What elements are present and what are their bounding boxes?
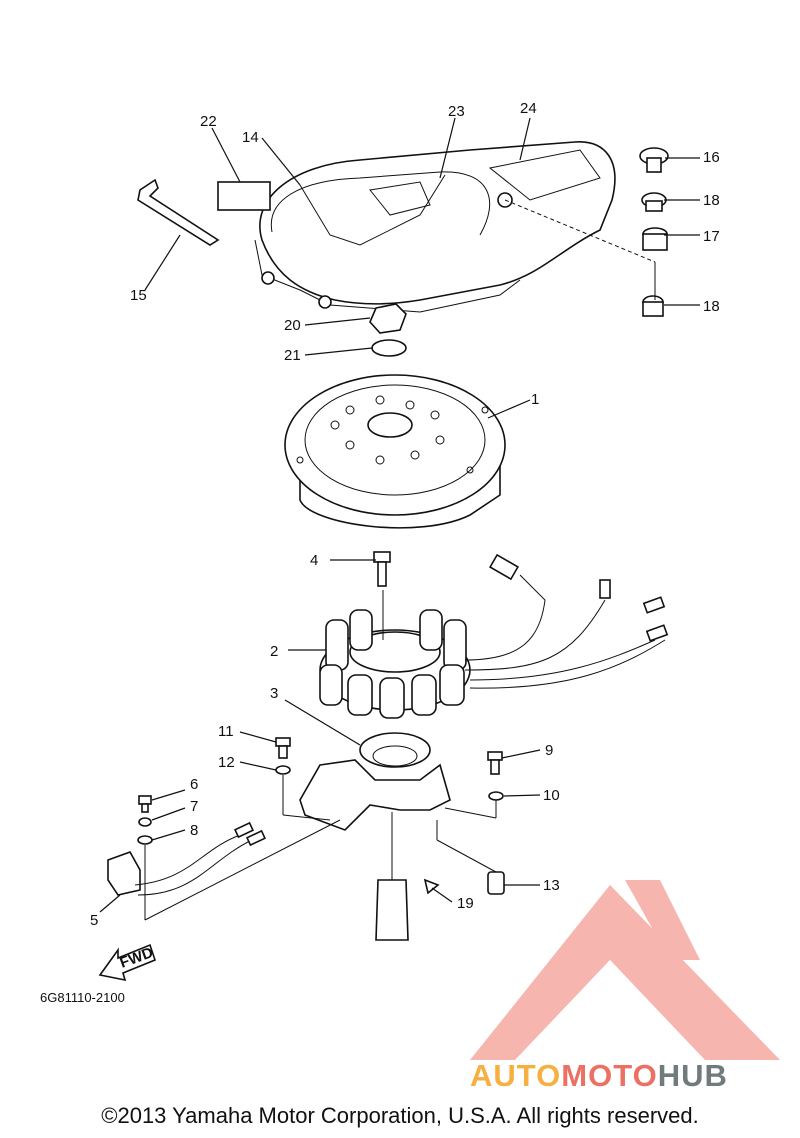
leader-lines [99,117,700,921]
crankshaft [375,879,409,941]
watermark-moto: MOTO [561,1058,658,1093]
callout-18b: 18 [703,298,720,315]
callout-4: 4 [310,552,318,569]
callout-16: 16 [703,149,720,166]
callout-10: 10 [543,787,560,804]
callout-13: 13 [543,877,560,894]
collar-13 [487,871,505,895]
grommet-18-bottom [642,295,664,317]
callout-8: 8 [190,822,198,839]
screw-6 [138,795,152,813]
callout-20: 20 [284,317,301,334]
callout-18a: 18 [703,192,720,209]
callout-15: 15 [130,287,147,304]
flywheel-cover [217,141,616,313]
watermark-text: AUTOMOTOHUB [470,1058,728,1094]
diagram-code: 6G81110-2100 [40,990,125,1005]
bolt-9 [487,751,503,775]
washer-12 [275,765,291,775]
grommet-17 [642,227,668,251]
washer-8 [137,835,153,845]
washer-10 [488,791,504,801]
flywheel [284,374,506,529]
copyright-notice: ©2013 Yamaha Motor Corporation, U.S.A. A… [101,1103,699,1128]
bolt-11 [275,737,291,759]
callout-12: 12 [218,754,235,771]
watermark-auto: AUTO [470,1058,562,1093]
callout-19: 19 [457,895,474,912]
callout-22: 22 [200,113,217,130]
callout-11: 11 [218,723,234,740]
cap-16 [639,147,669,173]
stator-bolt [373,551,391,587]
washer [371,339,407,357]
washer-7 [138,817,152,827]
stator-base [299,732,451,831]
callout-24: 24 [520,100,537,117]
callout-5: 5 [90,912,98,929]
callout-3: 3 [270,685,278,702]
stator [319,553,669,719]
nut [369,303,407,334]
callout-7: 7 [190,798,198,815]
callout-9: 9 [545,742,553,759]
callout-23: 23 [448,103,465,120]
callout-2: 2 [270,643,278,660]
callout-labels: 1 2 3 4 5 6 7 8 9 10 11 12 13 14 15 16 1… [90,100,720,929]
callout-17: 17 [703,228,720,245]
grommet-18-top [641,192,667,212]
hose [137,178,220,246]
watermark-hub: HUB [657,1058,728,1093]
callout-1: 1 [531,391,539,408]
pulser-coil [107,821,267,896]
callout-6: 6 [190,776,198,793]
callout-21: 21 [284,347,301,364]
callout-14: 14 [242,129,259,146]
fwd-arrow: FWD [98,943,156,982]
watermark-logo [470,880,780,1060]
